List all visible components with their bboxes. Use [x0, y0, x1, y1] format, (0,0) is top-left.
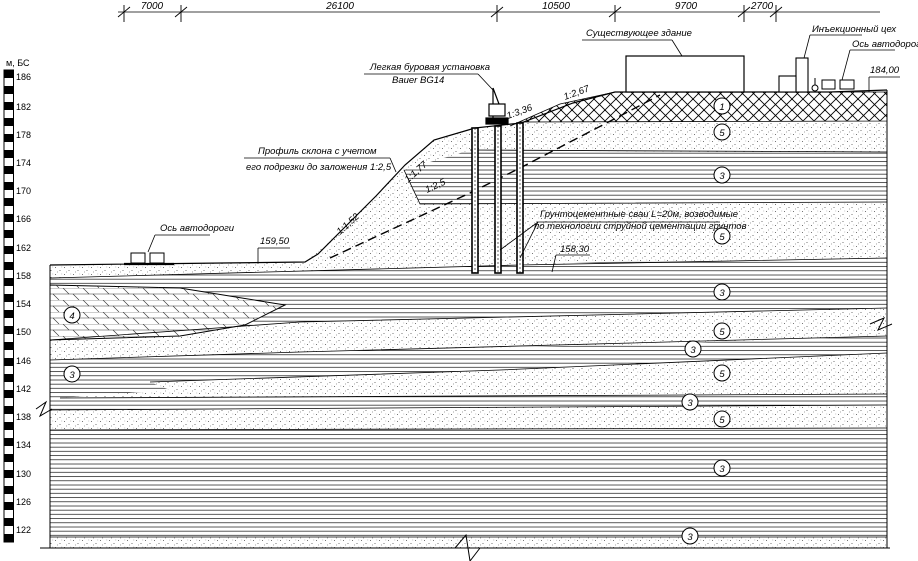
layer-marker: 3	[684, 340, 702, 358]
svg-text:5: 5	[719, 369, 725, 380]
layer-marker: 5	[713, 364, 731, 382]
drill-rig-icon	[485, 87, 509, 125]
elevation-scale: м, БС	[3, 58, 31, 543]
tick-label: 166	[16, 214, 31, 224]
svg-text:3: 3	[687, 532, 693, 543]
svg-text:3: 3	[719, 464, 725, 475]
svg-text:1: 1	[719, 102, 724, 113]
scale-blocks	[4, 70, 14, 542]
tick-label: 170	[16, 186, 31, 196]
existing-building	[625, 55, 745, 93]
svg-text:3: 3	[687, 398, 693, 409]
tick-label: 142	[16, 384, 31, 394]
tick-label: 174	[16, 158, 31, 168]
tick-label: 146	[16, 356, 31, 366]
svg-text:5: 5	[719, 327, 725, 338]
dimension-label: 2700	[750, 1, 774, 12]
svg-text:4: 4	[69, 311, 74, 322]
existing-building-label: Существующее здание	[586, 28, 692, 39]
soil-layers	[35, 89, 893, 561]
layer-marker: 3	[713, 283, 731, 301]
layer-marker: 3	[63, 365, 81, 383]
layer-marker: 5	[713, 123, 731, 141]
elevation-top-label: 184,00	[870, 65, 900, 76]
dimension-label: 10500	[542, 1, 570, 12]
tick-label: 154	[16, 299, 31, 309]
svg-text:5: 5	[719, 128, 725, 139]
drill-rig-label: Легкая буровая установка	[369, 62, 490, 73]
svg-text:3: 3	[719, 288, 725, 299]
layer-marker: 4	[63, 306, 81, 324]
tick-label: 178	[16, 130, 31, 140]
dimension-chain: 7000 26100 10500 9700 2700	[117, 1, 880, 22]
piles-label: Грунтоцементные сваи L=20м, возводимые	[540, 209, 738, 220]
tick-label: 182	[16, 102, 31, 112]
layer-marker: 3	[713, 459, 731, 477]
svg-text:3: 3	[690, 345, 696, 356]
tick-label: 138	[16, 412, 31, 422]
car-icon-left	[124, 252, 174, 266]
layer-marker: 3	[681, 527, 699, 545]
layer-marker: 1	[713, 97, 731, 115]
slope-profile-label: Профиль склона с учетом	[258, 146, 377, 157]
layer-marker: 5	[713, 227, 731, 245]
slope-profile-label-2: его подрезки до заложения 1:2,5	[246, 162, 392, 173]
tick-label: 122	[16, 525, 31, 535]
elevation-left-label: 159,50	[260, 236, 290, 247]
tick-label: 130	[16, 469, 31, 479]
tick-label: 158	[16, 271, 31, 281]
road-axis-left-label: Ось автодороги	[160, 223, 235, 234]
layer-markers: 1 5 3 5 3 4 5 3 3 5 3 5 3 3	[63, 97, 731, 545]
piles-label-2: по технологии струйной цементации грунто…	[534, 221, 747, 232]
tick-label: 150	[16, 327, 31, 337]
tick-label: 126	[16, 497, 31, 507]
dimension-label: 9700	[675, 1, 698, 12]
tick-label: 134	[16, 440, 31, 450]
dimension-label: 7000	[141, 1, 164, 12]
layer-marker: 3	[681, 393, 699, 411]
drill-rig-model-label: Bauer BG14	[392, 75, 444, 86]
road-axis-right-label: Ось автодороги	[852, 39, 918, 50]
injection-shop	[778, 57, 809, 93]
grout-piles	[471, 122, 524, 274]
svg-text:5: 5	[719, 415, 725, 426]
tick-label: 186	[16, 72, 31, 82]
layer-marker: 3	[713, 166, 731, 184]
svg-text:5: 5	[719, 232, 725, 243]
tick-label: 162	[16, 243, 31, 253]
car-icon	[811, 78, 855, 92]
dimension-label: 26100	[325, 1, 354, 12]
leader-lines	[147, 34, 900, 273]
svg-text:3: 3	[719, 171, 725, 182]
axis-unit-label: м, БС	[6, 58, 30, 68]
injection-shop-label: Инъекционный цех	[812, 24, 897, 35]
layer-marker: 5	[713, 322, 731, 340]
svg-text:3: 3	[69, 370, 75, 381]
layer-marker: 5	[713, 410, 731, 428]
elevation-base-label: 158,30	[560, 244, 590, 255]
